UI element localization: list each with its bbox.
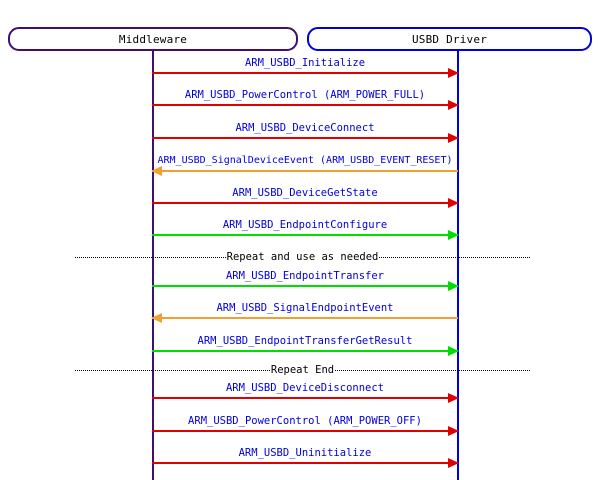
participant-usbd-driver-label: USBD Driver <box>411 32 488 46</box>
message-label: ARM_USBD_DeviceDisconnect <box>225 382 385 394</box>
message-line <box>152 234 458 236</box>
message-label: ARM_USBD_SignalDeviceEvent (ARM_USBD_EVE… <box>157 155 453 166</box>
message-line <box>152 170 458 172</box>
separator-line-right <box>335 369 530 371</box>
message-line <box>152 350 458 352</box>
separator-line-left <box>75 256 226 258</box>
separator-line-left <box>75 369 270 371</box>
message-label: ARM_USBD_SignalEndpointEvent <box>216 302 394 314</box>
message-line <box>152 317 458 319</box>
message-line <box>152 462 458 464</box>
message-label: ARM_USBD_PowerControl (ARM_POWER_FULL) <box>184 89 426 101</box>
arrowhead-right-icon <box>448 68 459 78</box>
message-label: ARM_USBD_DeviceGetState <box>232 187 378 199</box>
separator-line-right <box>379 256 530 258</box>
message-label: ARM_USBD_EndpointConfigure <box>222 219 388 231</box>
message-line <box>152 137 458 139</box>
arrowhead-right-icon <box>448 393 459 403</box>
participant-usbd-driver[interactable]: USBD Driver <box>307 27 592 51</box>
separator-label: Repeat End <box>270 364 335 376</box>
message-label: ARM_USBD_Initialize <box>244 57 366 69</box>
message-line <box>152 202 458 204</box>
message-line <box>152 104 458 106</box>
lifeline-usbd-driver <box>457 51 459 480</box>
participant-middleware[interactable]: Middleware <box>8 27 298 51</box>
arrowhead-right-icon <box>448 281 459 291</box>
message-line <box>152 397 458 399</box>
arrowhead-right-icon <box>448 100 459 110</box>
arrowhead-right-icon <box>448 198 459 208</box>
lifeline-middleware <box>152 51 154 480</box>
message-line <box>152 430 458 432</box>
arrowhead-left-icon <box>151 166 162 176</box>
arrowhead-right-icon <box>448 230 459 240</box>
message-label: ARM_USBD_DeviceConnect <box>235 122 375 134</box>
separator-repeat-end: Repeat End <box>75 363 530 377</box>
message-label: ARM_USBD_Uninitialize <box>238 447 372 459</box>
separator-repeat-start: Repeat and use as needed <box>75 250 530 264</box>
message-label: ARM_USBD_EndpointTransfer <box>225 270 385 282</box>
participant-middleware-label: Middleware <box>118 32 188 46</box>
arrowhead-left-icon <box>151 313 162 323</box>
message-line <box>152 72 458 74</box>
arrowhead-right-icon <box>448 133 459 143</box>
arrowhead-right-icon <box>448 346 459 356</box>
message-line <box>152 285 458 287</box>
message-label: ARM_USBD_EndpointTransferGetResult <box>197 335 413 347</box>
separator-label: Repeat and use as needed <box>226 251 379 263</box>
arrowhead-right-icon <box>448 458 459 468</box>
message-label: ARM_USBD_PowerControl (ARM_POWER_OFF) <box>188 415 422 427</box>
arrowhead-right-icon <box>448 426 459 436</box>
